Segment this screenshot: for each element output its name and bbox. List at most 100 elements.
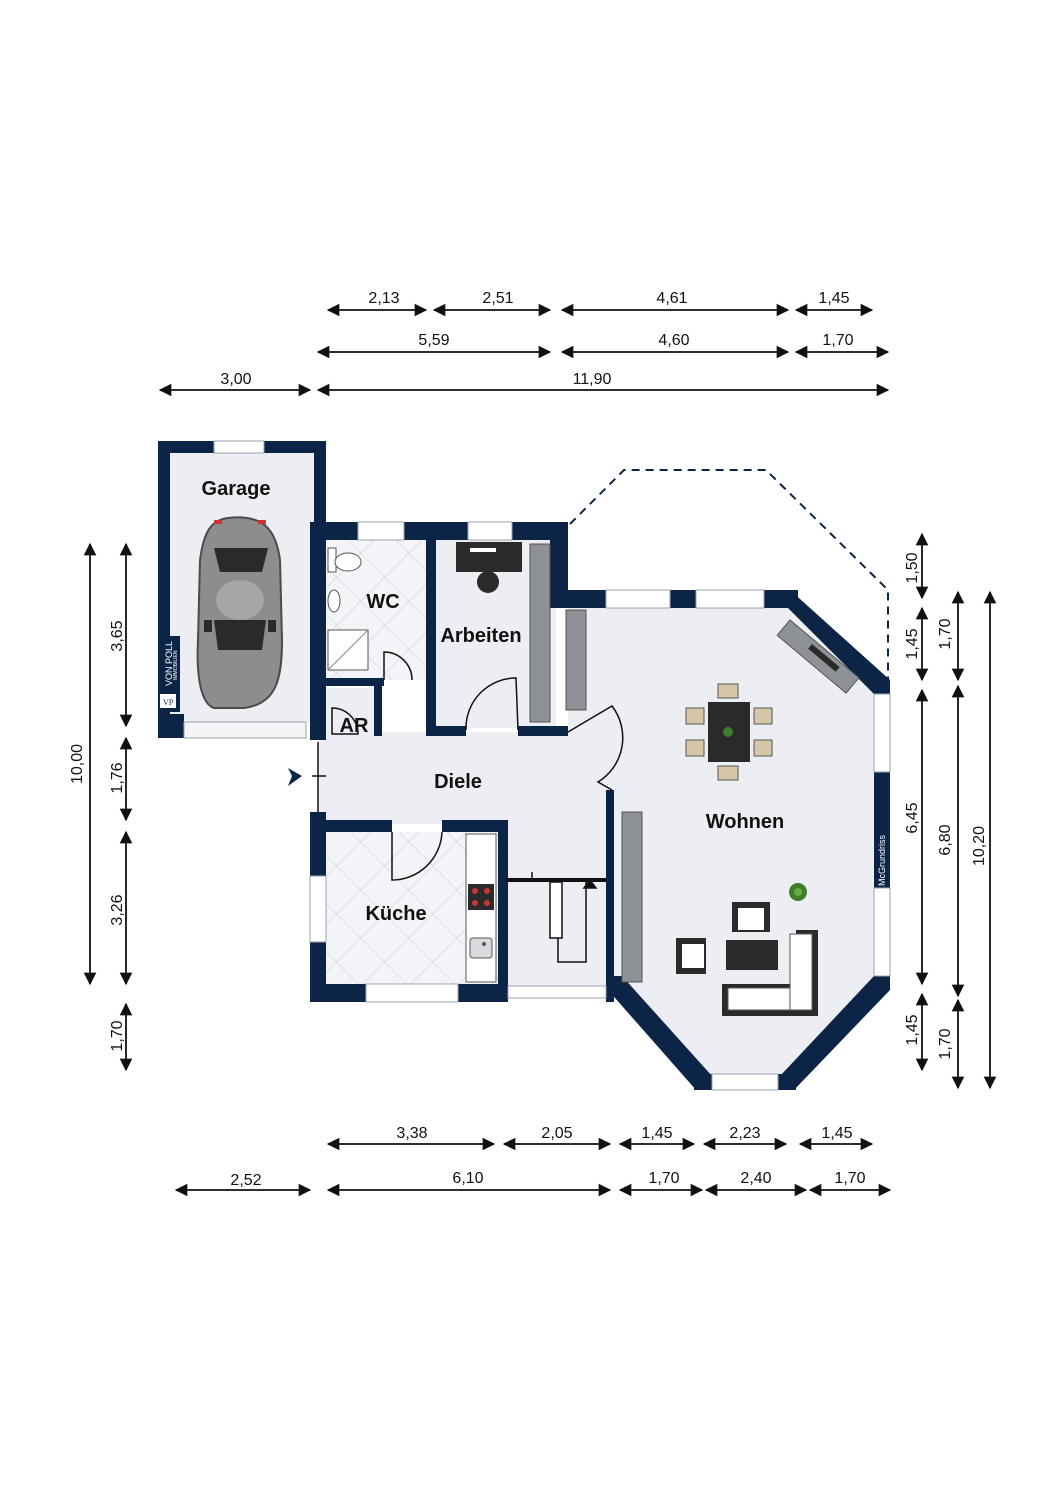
dim-right-mid-2: 6,80 [937,824,954,855]
dim-left-outer: 10,00 [69,744,86,784]
wohnen-cabinet-lower [621,811,643,983]
stair-area [506,878,606,882]
door-kueche [391,831,443,881]
wall-kueche-top-left [310,820,392,832]
dim-right-mid-3: 1,70 [937,1028,954,1059]
wall-wc-arb [426,522,436,736]
balcony-outline [569,469,889,688]
armchair-top [732,902,770,932]
wall-kueche-right [498,820,508,1002]
room-label-kueche: Küche [365,903,426,925]
doors [312,651,624,881]
armchair-left [676,938,706,974]
shower-icon [327,629,369,671]
door-wohnen [567,705,624,791]
wall-bottom-kueche-left [310,984,366,1002]
dim-bot-1-2: 2,05 [541,1125,572,1142]
wall-kueche-top-right [442,820,508,832]
dim-top-3-2: 11,90 [573,371,612,388]
toilet-icon [327,547,362,573]
tv-icon [776,619,860,694]
arbeiten-shelf [529,543,551,723]
dim-top-1-1: 2,13 [368,290,399,307]
window-arbeiten [467,521,513,541]
plant-icon [789,883,807,901]
windows [183,440,891,1091]
dim-top-1-2: 2,51 [482,290,513,307]
wall-wohnen-diag-tr [788,590,890,694]
diele-floor [318,732,612,824]
window-wc [357,521,405,541]
wall-diele-right-lower [606,790,614,1002]
dimensions-top [158,303,890,397]
dining-table [685,683,773,781]
entrance-arrow-icon [288,768,302,786]
window-garage-top [213,440,265,454]
wall-left-upper [310,522,326,740]
dim-bot-1-5: 1,45 [821,1125,852,1142]
door-arbeiten [465,677,519,731]
wc-sink-icon [327,589,341,613]
wall-arb-bottom-left [426,726,466,736]
stove-icon [468,884,494,910]
wall-bottom-kueche-right [458,984,508,1002]
dim-top-2-3: 1,70 [822,332,853,349]
stairs [506,872,606,963]
von-poll-subtext: IMMOBILIEN [173,650,179,680]
car-icon [196,516,284,709]
dimensions-right [915,532,997,1090]
von-poll-mark: VP [163,698,174,707]
sink-icon [469,937,493,959]
window-kueche-bottom [365,983,459,1003]
monitor-icon [470,548,496,552]
dim-bot-1-1: 3,38 [396,1125,427,1142]
window-wohnen-right-2 [873,887,891,977]
floors [168,452,876,1080]
dim-right-mid-1: 1,70 [937,618,954,649]
dim-bot-1-4: 2,23 [729,1125,760,1142]
room-label-garage: Garage [202,478,271,500]
dim-bot-2-1: 2,52 [230,1172,261,1189]
wall-wohnen-diag-br [780,976,890,1090]
wall-wohnen-top-mid [670,590,696,608]
dim-bot-2-3: 1,70 [648,1170,679,1187]
garage-wall-bottom-left [158,714,184,738]
wall-wohnen-top-left [550,590,606,608]
wall-wohnen-bottom-right [778,1074,796,1090]
dim-left-3: 3,26 [109,894,126,925]
wall-arb-bottom-right [518,726,568,736]
dim-right-inner-1: 1,50 [904,552,921,583]
window-garage-door [183,721,307,739]
wall-wohnen-right [874,772,890,888]
dim-top-2-2: 4,60 [658,332,689,349]
room-label-ar: AR [340,715,369,737]
window-wohnen-top-1 [605,589,671,609]
dim-top-1-3: 4,61 [656,290,687,307]
dim-bot-1-3: 1,45 [641,1125,672,1142]
dim-right-inner-4: 1,45 [904,1014,921,1045]
window-kueche-left [309,875,327,943]
desk [456,542,522,572]
sofa [722,930,818,1016]
wall-ar-right [374,678,382,736]
von-poll-logo: VON POLL IMMOBILIEN VP [158,636,180,712]
von-poll-text: VON POLL [164,641,174,686]
office-chair [477,571,499,593]
dimensions-bottom [174,1137,892,1197]
mcgrundriss-logo: McGrundriss [877,834,887,886]
stair-arrow [582,878,598,889]
door-wc [383,651,413,681]
wall-wohnen-diag-bl [608,976,712,1090]
dim-left-1: 3,65 [109,620,126,651]
coffee-table [726,940,778,970]
dim-bot-2-4: 2,40 [740,1170,771,1187]
dim-top-3-1: 3,00 [220,371,251,388]
room-label-arbeiten: Arbeiten [440,625,521,647]
wall-wc-bottom [326,678,384,686]
door-ar [331,707,359,735]
dim-left-2: 1,76 [109,762,126,793]
dim-right-inner-2: 1,45 [904,628,921,659]
dim-top-1-4: 1,45 [818,290,849,307]
window-wohnen-right-1 [873,693,891,773]
dim-bot-2-2: 6,10 [452,1170,483,1187]
